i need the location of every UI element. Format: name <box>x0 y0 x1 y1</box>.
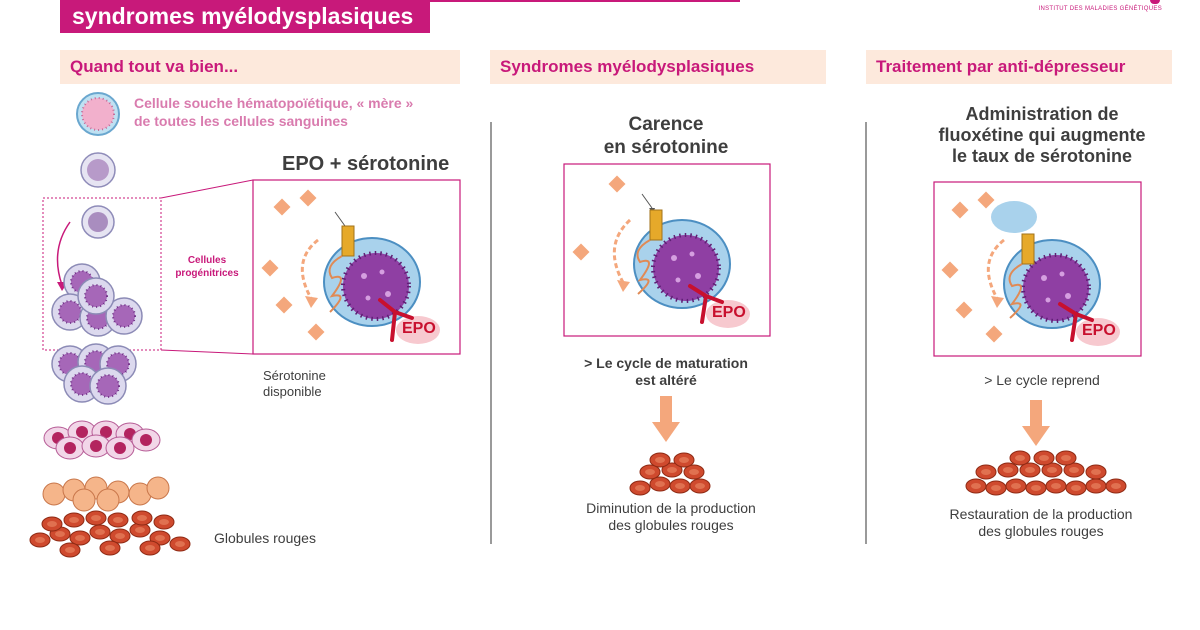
middle-panel-header: Syndromes myélodysplasiques <box>490 50 826 84</box>
right-title: Administration de fluoxétine qui augment… <box>938 104 1146 166</box>
separator-left <box>490 122 492 544</box>
epo-label-middle: EPO <box>712 304 746 321</box>
red-blood-cell-icon <box>29 510 191 558</box>
maturation-arrow <box>56 221 71 286</box>
serotonin-available-label: Sérotonine disponible <box>263 368 326 399</box>
progenitor-cell-small-icon <box>80 152 116 188</box>
right-cycle-text: > Le cycle reprend <box>984 372 1100 388</box>
middle-result-text: Diminution de la production des globules… <box>586 500 756 533</box>
right-panel-header: Traitement par anti-dépresseur <box>866 50 1172 84</box>
stem-cell-icon <box>76 92 120 136</box>
epo-label-right: EPO <box>1082 322 1116 339</box>
fluoxetine-molecule-icon <box>991 201 1037 233</box>
institute-logo-icon <box>1150 0 1160 4</box>
institute-name: INSTITUT DES MALADIES GÉNÉTIQUES <box>1038 6 1162 12</box>
right-result-text: Restauration de la production des globul… <box>949 506 1133 539</box>
left-inset-title: EPO + sérotonine <box>282 153 450 175</box>
separator-right <box>865 122 867 544</box>
stem-cell-label: Cellule souche hématopoïétique, « mère »… <box>134 95 414 129</box>
middle-title: Carence en sérotonine <box>603 114 729 158</box>
red-blood-cell-cluster-middle <box>629 452 711 496</box>
left-panel-header: Quand tout va bien... <box>60 50 460 84</box>
epo-label-left: EPO <box>402 320 436 337</box>
epo-receptor-icon <box>378 298 440 344</box>
progenitor-label: Cellules progénitrices <box>175 255 239 279</box>
red-blood-cell-cluster-right <box>965 450 1127 496</box>
page-title: syndromes myélodysplasiques <box>60 0 430 33</box>
progenitor-cell-icon <box>81 205 115 239</box>
down-arrow-icon <box>652 396 680 442</box>
red-cells-label: Globules rouges <box>214 530 316 546</box>
middle-cycle-text: > Le cycle de maturation est altéré <box>584 355 748 388</box>
